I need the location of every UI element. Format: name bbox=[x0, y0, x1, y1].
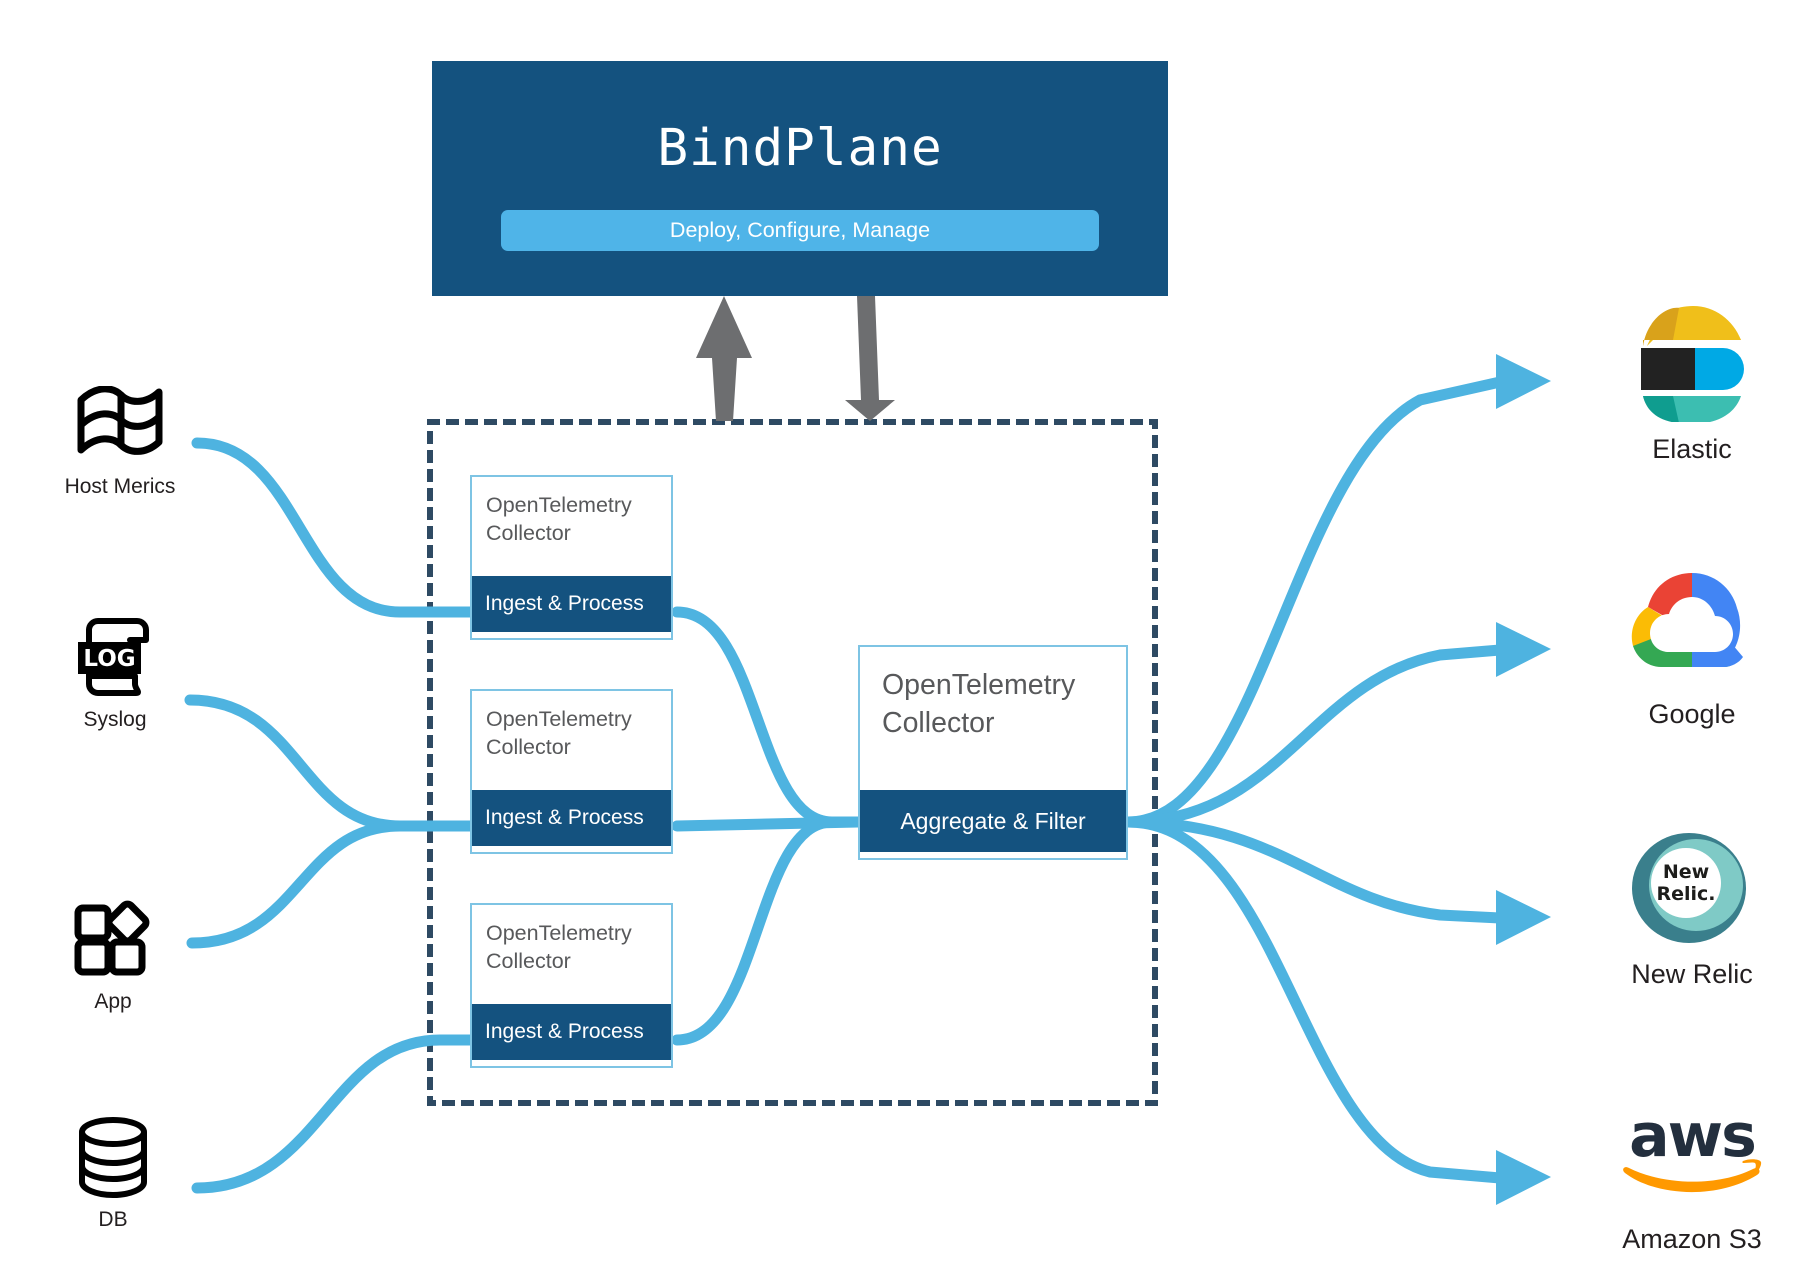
source-label: Host Merics bbox=[64, 475, 176, 498]
source-label: App bbox=[94, 990, 132, 1013]
source-label: Syslog bbox=[83, 708, 147, 731]
arrowhead-new-relic bbox=[1496, 890, 1551, 945]
flow-to-elastic bbox=[1122, 376, 1506, 828]
new-relic-logo-text-line2: Relic. bbox=[1656, 883, 1715, 905]
source-node-app[interactable]: App bbox=[38, 900, 188, 1014]
source-label: DB bbox=[98, 1208, 128, 1231]
aws-logo-text: aws bbox=[1629, 1103, 1755, 1171]
otel-collector-title-line2: Collector bbox=[486, 949, 571, 974]
otel-collector-title-line1: OpenTelemetry bbox=[486, 707, 632, 731]
elastic-logo-icon bbox=[1572, 300, 1812, 426]
arrowhead-google bbox=[1496, 622, 1551, 677]
destination-node-elastic[interactable]: Elastic bbox=[1572, 300, 1812, 465]
telemetry-status-up-arrow bbox=[696, 296, 752, 421]
destination-label: New Relic bbox=[1631, 959, 1753, 989]
otel-collector-title-line2: Collector bbox=[486, 521, 571, 546]
otel-collector-card-aggregate[interactable]: OpenTelemetry Collector Aggregate & Filt… bbox=[858, 645, 1128, 860]
configuration-down-arrow bbox=[845, 296, 895, 421]
otel-collector-title: OpenTelemetry Collector bbox=[472, 477, 671, 576]
flow-to-new-relic bbox=[1122, 816, 1506, 924]
otel-collector-action-label: Ingest & Process bbox=[472, 790, 671, 846]
arrowhead-amazon-s3 bbox=[1496, 1150, 1551, 1205]
flow-db bbox=[191, 1034, 476, 1194]
otel-collector-title-line1: OpenTelemetry bbox=[486, 493, 632, 517]
google-cloud-logo-icon bbox=[1572, 565, 1812, 691]
source-node-db[interactable]: DB bbox=[38, 1117, 188, 1232]
destination-label: Google bbox=[1648, 699, 1736, 729]
app-blocks-icon bbox=[38, 900, 188, 978]
otel-collector-action-label: Ingest & Process bbox=[472, 1004, 671, 1060]
flow-ingest3-to-aggregate bbox=[671, 816, 864, 1046]
flow-to-google bbox=[1122, 644, 1506, 828]
aws-logo-icon: aws bbox=[1572, 1090, 1812, 1216]
flow-app bbox=[186, 820, 406, 949]
otel-collector-title: OpenTelemetry Collector bbox=[472, 905, 671, 1004]
destination-node-new-relic[interactable]: New Relic. New Relic bbox=[1572, 825, 1812, 990]
destination-label: Elastic bbox=[1652, 434, 1732, 464]
bindplane-title: BindPlane bbox=[657, 119, 943, 178]
otel-collector-action-label: Aggregate & Filter bbox=[860, 790, 1126, 852]
otel-collector-action-label: Ingest & Process bbox=[472, 576, 671, 632]
new-relic-logo-icon: New Relic. bbox=[1572, 825, 1812, 951]
otel-collector-card-ingest-3[interactable]: OpenTelemetry Collector Ingest & Process bbox=[470, 903, 673, 1068]
otel-collector-title-line2: Collector bbox=[882, 706, 995, 739]
flow-to-amazon-s3 bbox=[1122, 816, 1506, 1184]
otel-pipeline-boundary bbox=[427, 419, 1158, 1106]
source-node-host-metrics[interactable]: Host Merics bbox=[45, 385, 195, 499]
destination-label: Amazon S3 bbox=[1622, 1224, 1762, 1254]
flag-icon bbox=[45, 385, 195, 463]
destination-node-google[interactable]: Google bbox=[1572, 565, 1812, 730]
otel-collector-title-line2: Collector bbox=[486, 735, 571, 760]
arrowhead-elastic bbox=[1496, 354, 1551, 409]
destination-node-amazon-s3[interactable]: aws Amazon S3 bbox=[1572, 1090, 1812, 1255]
log-scroll-icon: LOG bbox=[40, 618, 190, 696]
otel-collector-title: OpenTelemetry Collector bbox=[472, 691, 671, 790]
flow-host-metrics bbox=[191, 437, 476, 618]
bindplane-capabilities-pill: Deploy, Configure, Manage bbox=[501, 210, 1099, 251]
svg-text:LOG: LOG bbox=[83, 646, 135, 672]
bindplane-panel: BindPlane Deploy, Configure, Manage bbox=[432, 61, 1168, 296]
otel-collector-card-ingest-1[interactable]: OpenTelemetry Collector Ingest & Process bbox=[470, 475, 673, 640]
new-relic-logo-text-line1: New bbox=[1663, 861, 1709, 883]
otel-collector-title-line1: OpenTelemetry bbox=[486, 921, 632, 945]
otel-collector-title-line1: OpenTelemetry bbox=[882, 669, 1076, 701]
flow-ingest1-to-aggregate bbox=[671, 606, 864, 828]
otel-collector-title: OpenTelemetry Collector bbox=[860, 647, 1126, 790]
otel-collector-card-ingest-2[interactable]: OpenTelemetry Collector Ingest & Process bbox=[470, 689, 673, 854]
database-cylinder-icon bbox=[38, 1117, 188, 1198]
source-node-syslog[interactable]: LOG Syslog bbox=[40, 618, 190, 732]
